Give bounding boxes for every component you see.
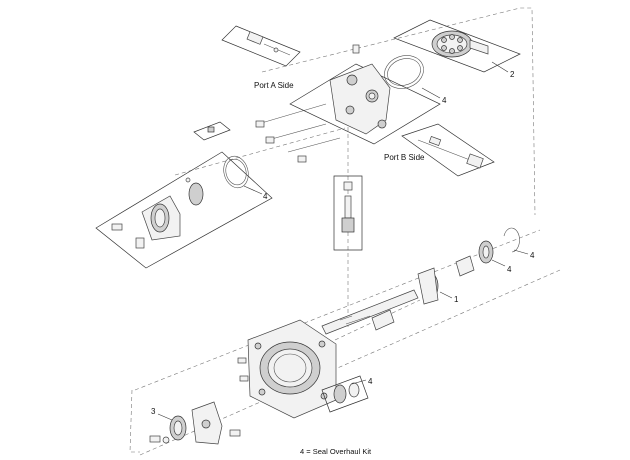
callout-4-left-label: 4 — [263, 192, 268, 201]
retaining-ring: 4 — [503, 227, 535, 260]
port-a-side-label: Port A Side — [254, 81, 294, 90]
callout-4-ring-label: 4 — [530, 251, 535, 260]
port-b-side-label: Port B Side — [384, 153, 425, 162]
charge-relief-cartridge — [333, 175, 363, 251]
end-cap-assembly — [95, 151, 273, 269]
callout-3-label: 3 — [151, 407, 156, 416]
callout-2-label: 2 — [510, 70, 515, 79]
seal-kit-legend: 4 = Seal Overhaul Kit — [300, 447, 372, 456]
port-plate-gasket: 4 — [384, 55, 447, 105]
end-cap-oring: 4 — [223, 155, 268, 201]
callout-2: 2 — [491, 61, 515, 79]
callout-4-lower-label: 4 — [368, 377, 373, 386]
input-seal-assembly: 3 — [149, 401, 241, 445]
callout-4-seal-label: 4 — [507, 265, 512, 274]
callout-1-label: 1 — [454, 295, 459, 304]
callout-4-top-label: 4 — [442, 96, 447, 105]
lower-shaft-seal: 4 — [321, 375, 373, 413]
lower-housing — [237, 319, 337, 419]
piston-block-assembly — [393, 19, 521, 73]
bearing-assembly: 1 — [417, 267, 459, 305]
relief-valve-kit-upper — [221, 25, 301, 67]
small-plug-kit — [193, 121, 231, 141]
washer-right — [455, 255, 475, 277]
center-section-housing — [289, 44, 441, 145]
drive-shaft — [321, 289, 419, 335]
shaft-seal-right: 4 — [478, 240, 512, 274]
housing-bolts — [255, 103, 341, 163]
relief-valve-kit-port-b — [401, 123, 495, 177]
